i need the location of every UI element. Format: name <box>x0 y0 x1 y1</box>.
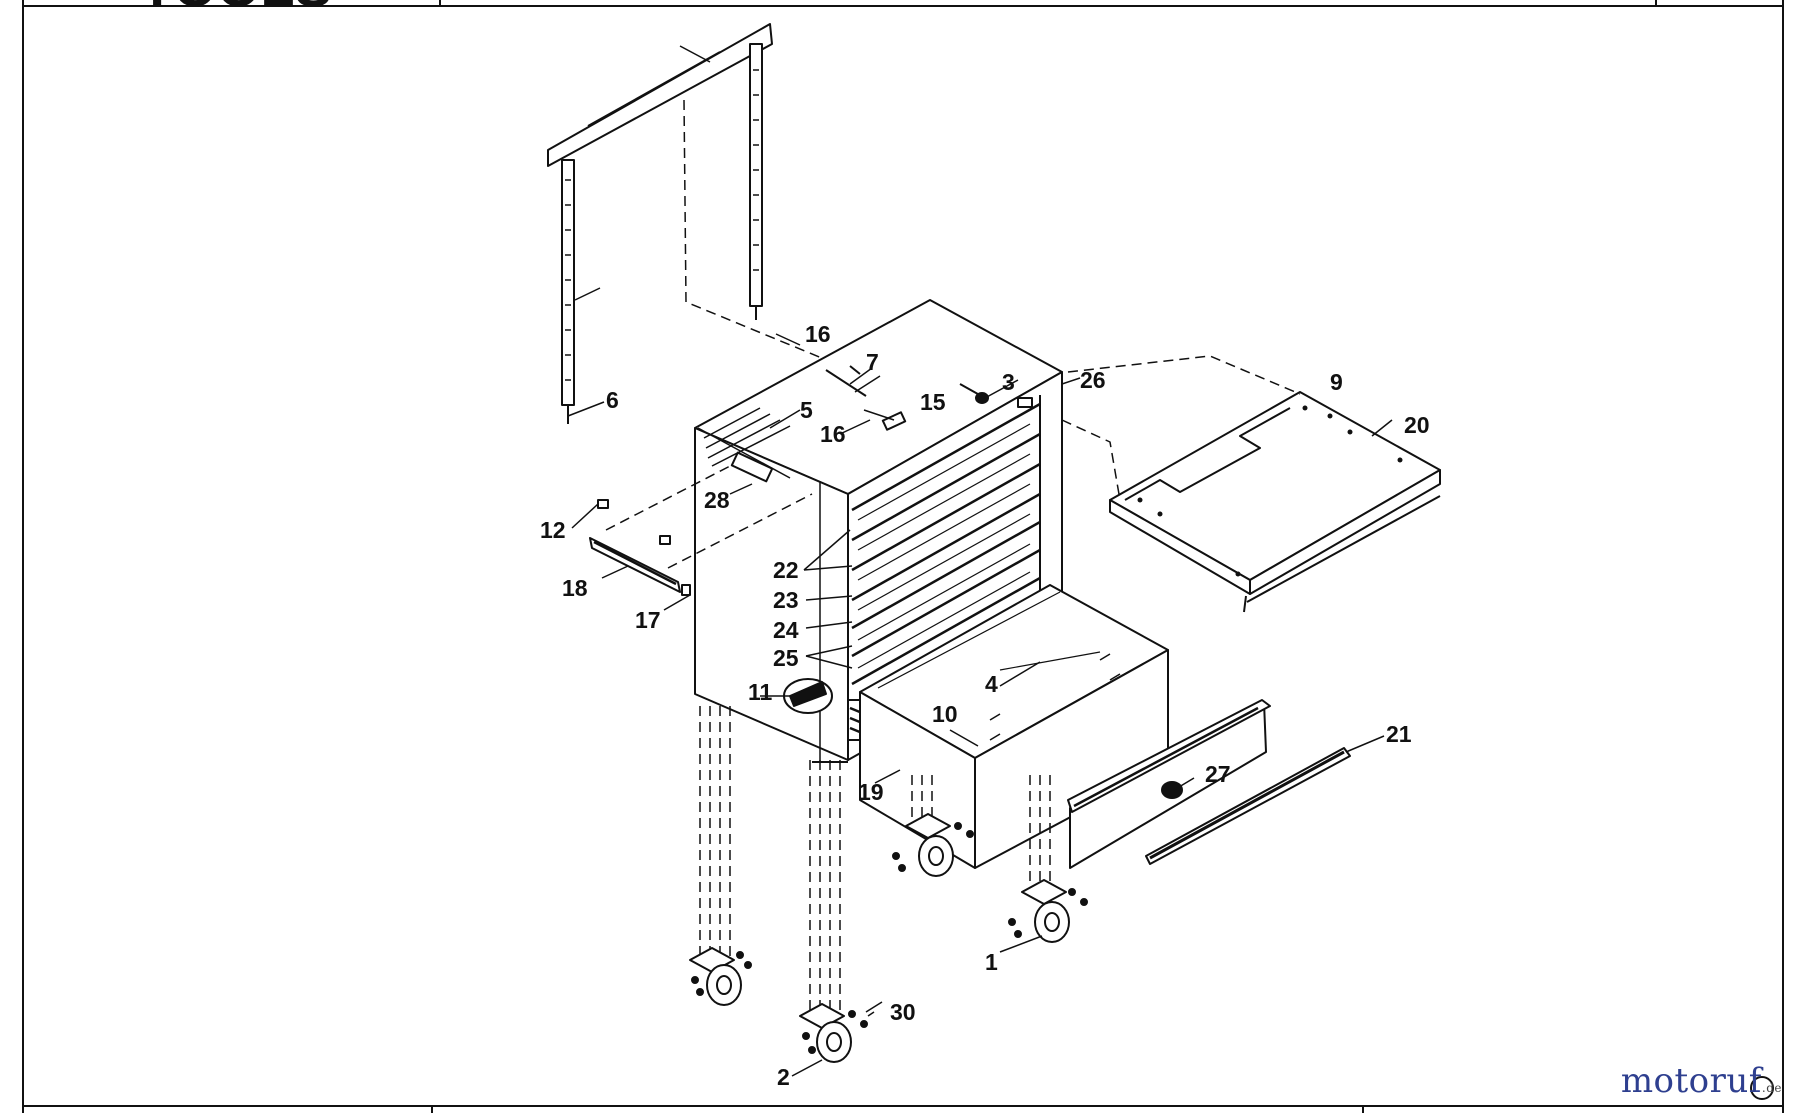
watermark-tld: .de <box>1761 1081 1782 1095</box>
drawer-front-panel <box>1067 699 1271 869</box>
callout-25: 25 <box>773 645 799 671</box>
callout-16-lower: 16 <box>820 421 846 447</box>
callout-27: 27 <box>1205 761 1231 787</box>
caster-wheel <box>1008 879 1088 943</box>
cabinet-body <box>694 299 1063 763</box>
callout-16-upper: 16 <box>805 321 831 347</box>
side-handle-part <box>589 499 691 596</box>
copyright-mark <box>1750 1076 1774 1100</box>
callout-11: 11 <box>748 679 773 705</box>
drawer-lock-part <box>1161 781 1183 799</box>
callout-12: 12 <box>540 517 566 543</box>
caster-wheel <box>689 947 752 1006</box>
watermark-text: motoruf <box>1620 1061 1762 1101</box>
callout-10: 10 <box>932 701 958 727</box>
callout-24: 24 <box>773 617 799 643</box>
callout-labels: 1 2 3 4 5 6 7 9 10 11 12 15 16 16 17 18 … <box>540 321 1430 1090</box>
callout-2: 2 <box>777 1064 790 1090</box>
callout-leaders <box>567 333 1393 1077</box>
callout-7: 7 <box>866 349 879 375</box>
callout-17: 17 <box>635 607 661 633</box>
lock-part <box>783 678 833 714</box>
callout-23: 23 <box>773 587 799 613</box>
callout-15: 15 <box>920 389 946 415</box>
callout-18: 18 <box>562 575 588 601</box>
hardware-small-parts <box>825 365 1033 431</box>
caster-wheel <box>892 813 974 877</box>
watermark: motoruf.de <box>1621 1061 1782 1101</box>
callout-1: 1 <box>985 949 998 975</box>
callout-3: 3 <box>1002 369 1015 395</box>
callout-6: 6 <box>606 387 619 413</box>
callout-5: 5 <box>800 397 813 423</box>
caster-wheel <box>799 1003 868 1063</box>
callout-28: 28 <box>704 487 730 513</box>
top-rail-part <box>547 23 773 424</box>
tray-part <box>1109 391 1441 613</box>
callout-9: 9 <box>1330 369 1343 395</box>
callout-4: 4 <box>985 671 998 697</box>
handle-bar-part <box>1145 747 1351 865</box>
callout-26: 26 <box>1080 367 1106 393</box>
callout-20: 20 <box>1404 412 1430 438</box>
callout-30: 30 <box>890 999 916 1025</box>
page-frame <box>22 0 1784 1113</box>
callout-19: 19 <box>858 779 884 805</box>
callout-22: 22 <box>773 557 799 583</box>
caster-leader-lines <box>699 706 1051 1012</box>
callout-21: 21 <box>1386 721 1412 747</box>
brand-title-fragment: TOOLS <box>140 0 332 18</box>
